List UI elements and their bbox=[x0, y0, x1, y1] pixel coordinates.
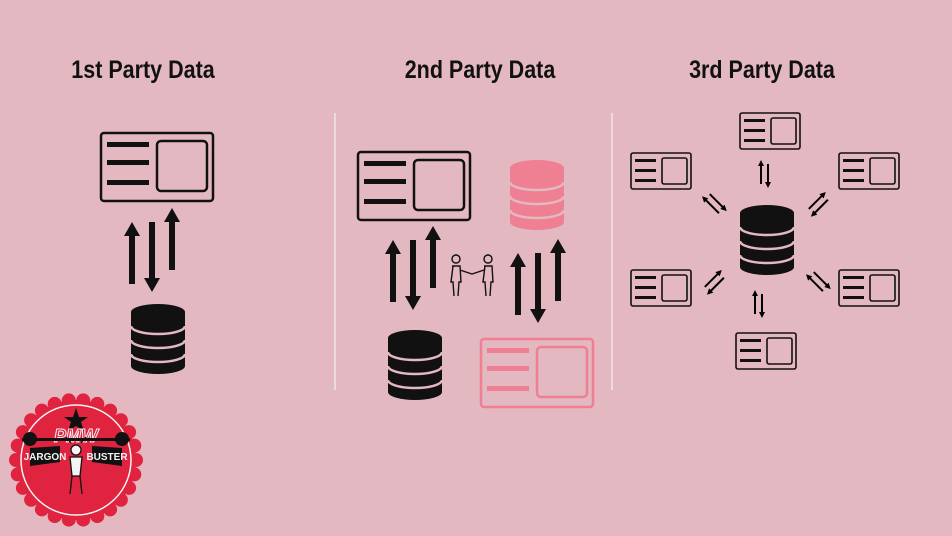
arrows-upper-left-icon bbox=[699, 189, 729, 219]
second-party-arrows-left-icon bbox=[385, 226, 441, 310]
second-party-pink-card-icon bbox=[479, 337, 595, 409]
badge-scallop bbox=[129, 453, 143, 467]
second-party-card-icon bbox=[356, 150, 472, 222]
third-party-card-lower-right-icon bbox=[838, 269, 900, 307]
handshake-icon bbox=[450, 254, 494, 297]
title-2nd-party: 2nd Party Data bbox=[404, 56, 556, 84]
third-party-card-bottom-icon bbox=[735, 332, 797, 370]
badge-scallop bbox=[76, 512, 91, 527]
arrows-lower-left-icon bbox=[699, 267, 729, 297]
title-3rd-party: 3rd Party Data bbox=[689, 56, 835, 84]
badge-scallop bbox=[113, 413, 128, 428]
arrows-bottom-icon bbox=[752, 290, 765, 318]
badge-scallop bbox=[127, 438, 142, 453]
badge-scallop bbox=[76, 393, 91, 408]
badge-scallop bbox=[34, 403, 49, 418]
badge-scallop bbox=[127, 467, 142, 482]
badge-word-2: BUSTER bbox=[86, 452, 128, 463]
badge-scallop bbox=[9, 453, 23, 467]
title-1st-party: 1st Party Data bbox=[71, 56, 215, 84]
badge-scallop bbox=[103, 403, 118, 418]
third-party-card-top-icon bbox=[739, 112, 801, 150]
badge-scallop bbox=[113, 492, 128, 507]
strongman-icon bbox=[65, 436, 87, 495]
badge-scallop bbox=[61, 512, 76, 527]
arrows-top-icon bbox=[758, 160, 771, 188]
arrows-upper-right-icon bbox=[803, 189, 833, 219]
badge-monogram: PMW bbox=[54, 426, 100, 446]
first-party-card-icon bbox=[99, 131, 215, 203]
third-party-card-upper-right-icon bbox=[838, 152, 900, 190]
second-party-database-icon bbox=[386, 328, 444, 402]
third-party-card-upper-left-icon bbox=[630, 152, 692, 190]
badge-scallop bbox=[61, 393, 76, 408]
first-party-database-icon bbox=[129, 302, 187, 376]
second-party-pink-database-icon bbox=[508, 158, 566, 232]
badge-scallop bbox=[10, 467, 25, 482]
badge-scallop bbox=[24, 492, 39, 507]
badge-word-1: JARGON bbox=[24, 452, 67, 463]
jargon-buster-badge: PMW JARGON BUSTER bbox=[9, 393, 143, 527]
arrows-lower-right-icon bbox=[803, 267, 833, 297]
badge-scallop bbox=[10, 438, 25, 453]
third-party-database-icon bbox=[738, 203, 796, 277]
badge-scallop bbox=[34, 502, 49, 517]
badge-scallop bbox=[103, 502, 118, 517]
third-party-card-lower-left-icon bbox=[630, 269, 692, 307]
badge-scallop bbox=[24, 413, 39, 428]
first-party-arrows-icon bbox=[124, 208, 180, 292]
second-party-arrows-right-icon bbox=[510, 239, 566, 323]
